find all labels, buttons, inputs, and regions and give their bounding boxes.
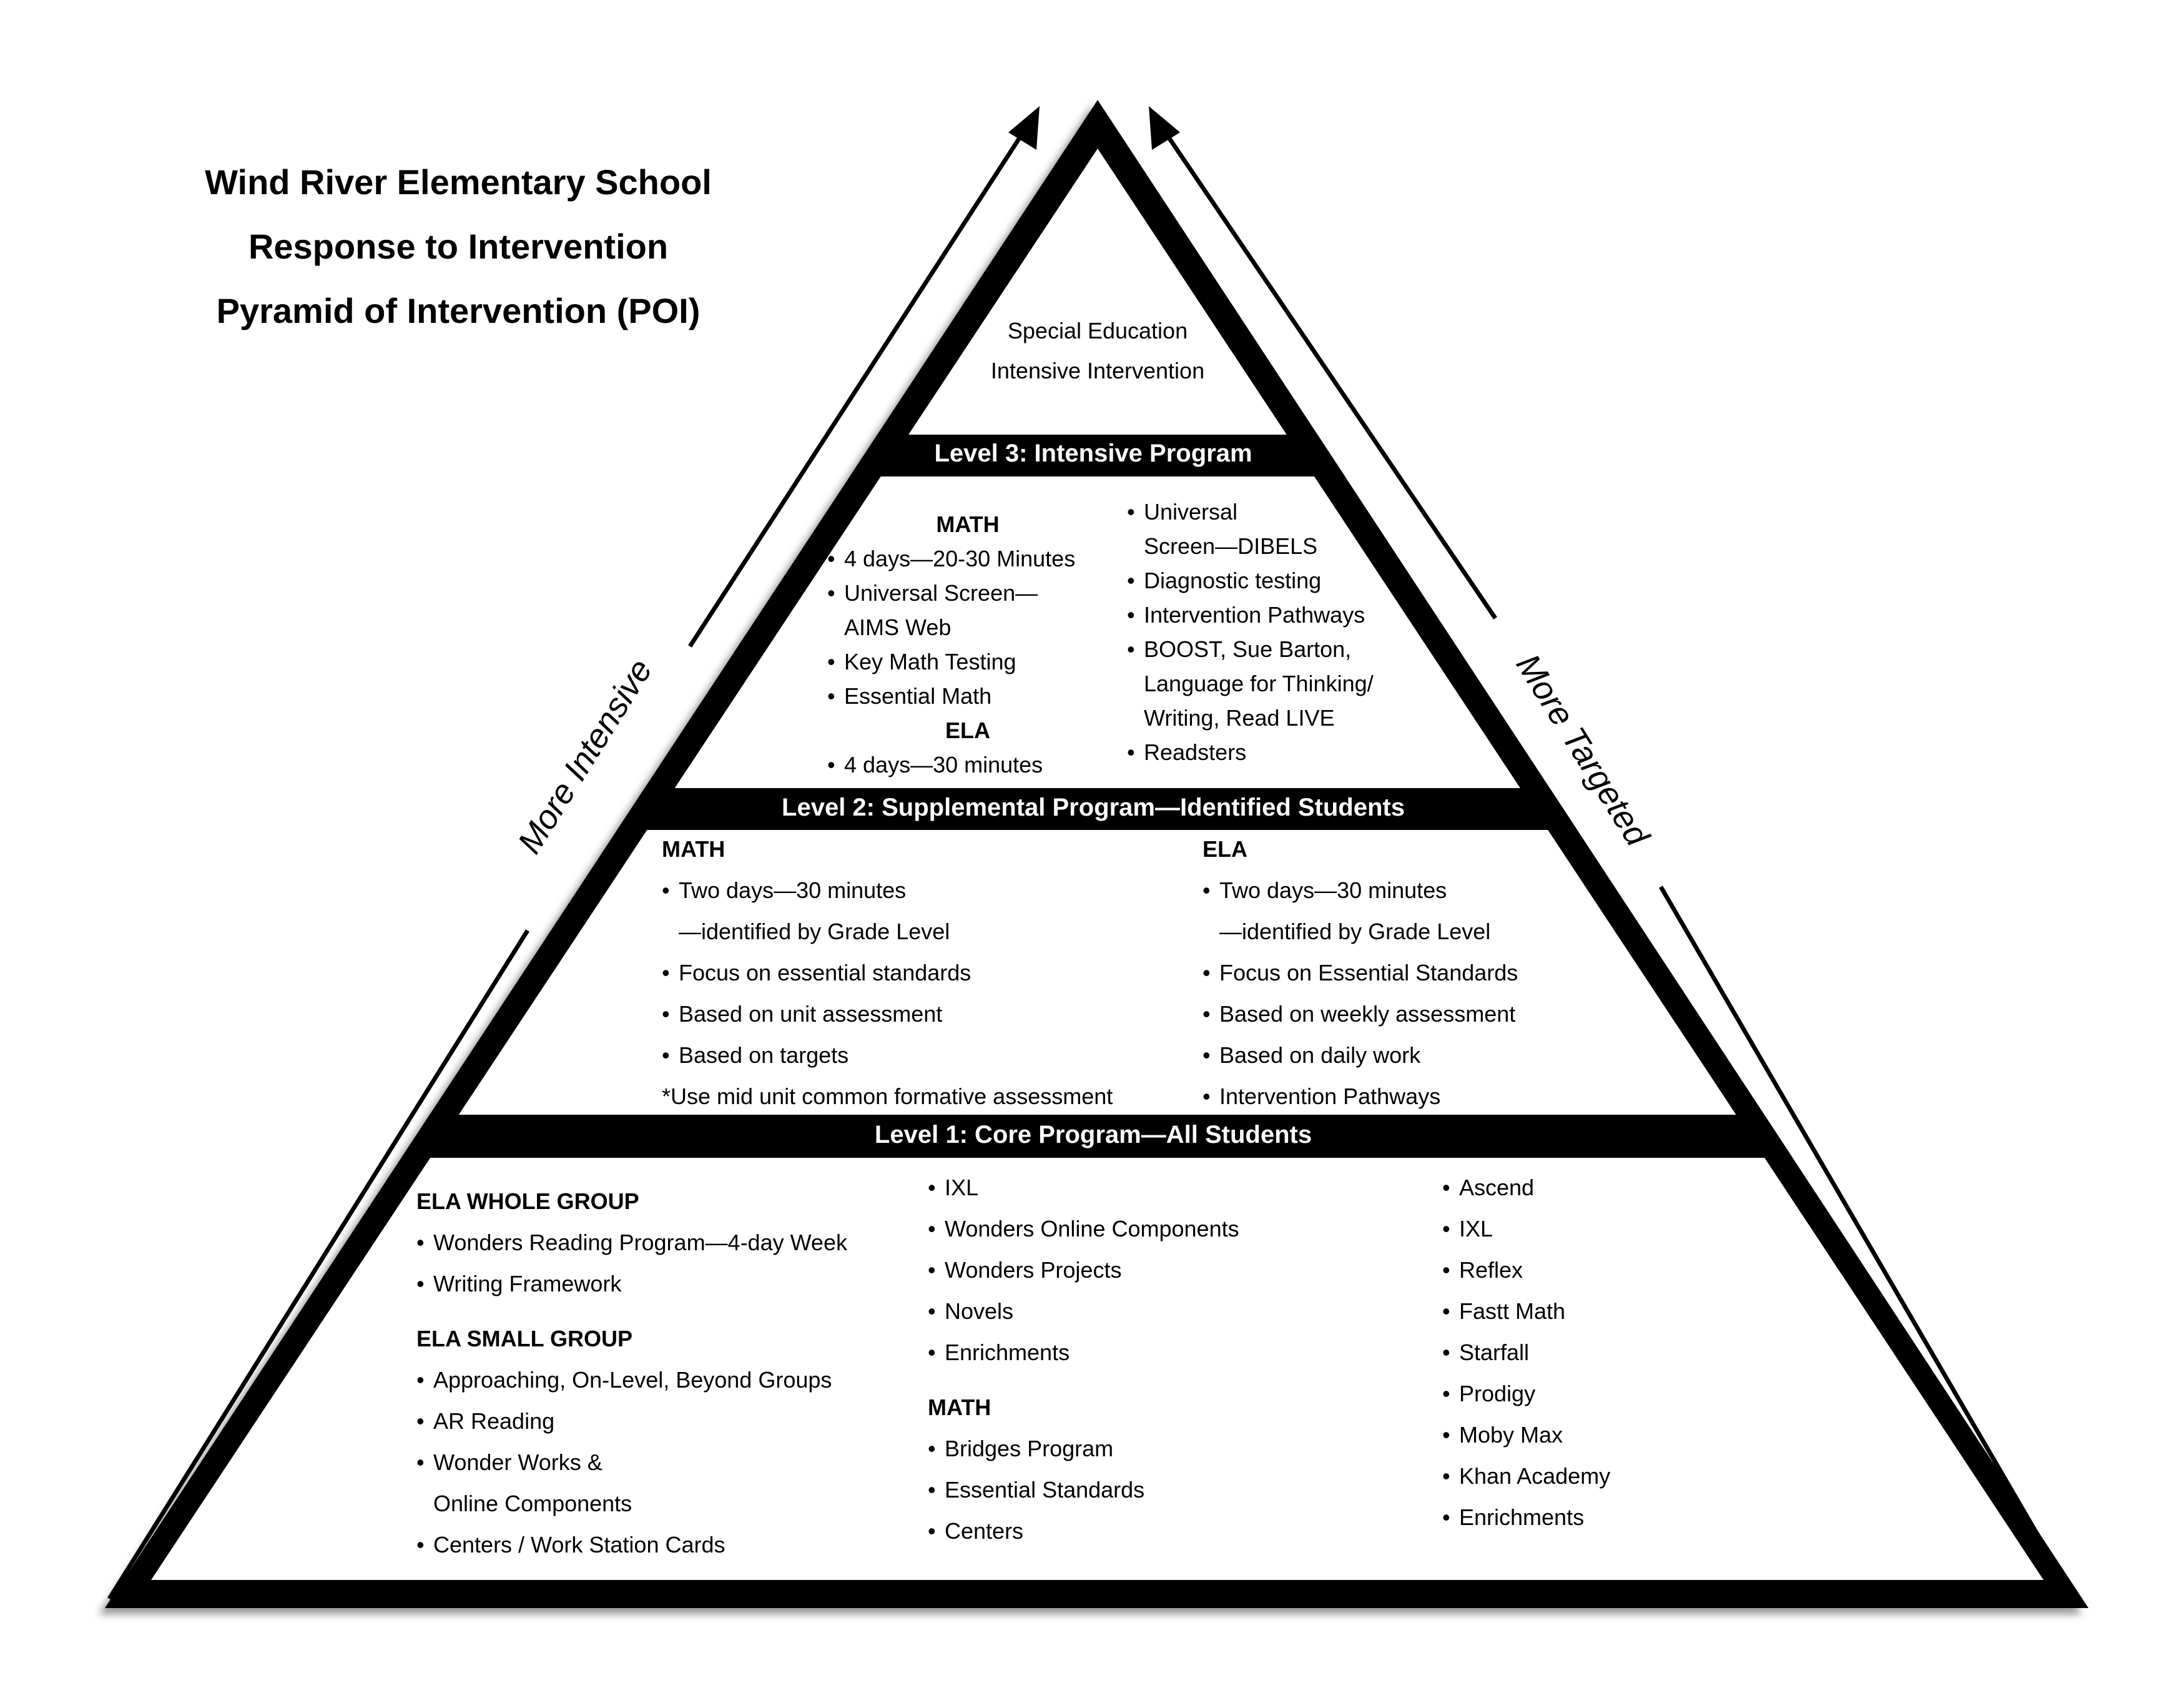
list-item: Wonder Works & [416, 1442, 847, 1483]
title-line-poi: Pyramid of Intervention (POI) [216, 291, 701, 330]
list-item: Focus on essential standards [662, 952, 1113, 994]
level2-label: Level 2: Supplemental Program—Identified… [782, 794, 1405, 821]
list-item: Based on daily work [1203, 1035, 1518, 1076]
list-item: 4 days—20-30 Minutes [827, 541, 1108, 576]
level2-ela-column: ELA Two days—30 minutes —identified by Gra… [1203, 829, 1518, 1117]
list-item: Wonders Reading Program—4-day Week [416, 1222, 847, 1263]
right-arrow-line-lower [1658, 886, 2077, 1600]
list-item: Bridges Program [928, 1428, 1239, 1469]
list-item: Based on targets [662, 1035, 1113, 1076]
list-item: BOOST, Sue Barton, [1127, 632, 1374, 666]
left-arrow-line-lower [107, 929, 529, 1600]
list-item: Khan Academy [1442, 1456, 1610, 1497]
list-item: Writing Framework [416, 1263, 847, 1305]
list-item: Based on unit assessment [662, 994, 1113, 1035]
list-item: Essential Standards [928, 1469, 1239, 1511]
level1-middle-column: IXLWonders Online ComponentsWonders Proj… [928, 1167, 1239, 1552]
list-item: AIMS Web [844, 614, 952, 640]
list-item: Intervention Pathways [1203, 1076, 1518, 1117]
document-title: Wind River Elementary School Response to… [146, 150, 770, 343]
list-item: Moby Max [1442, 1414, 1610, 1456]
list-item: Novels [928, 1291, 1239, 1332]
level1-band [105, 1115, 2088, 1158]
level3-label: Level 3: Intensive Program [934, 440, 1252, 467]
list-item: AR Reading [416, 1401, 847, 1442]
list-item: Centers / Work Station Cards [416, 1524, 847, 1566]
list-item: Two days—30 minutes [662, 870, 1113, 911]
section-heading: MATH [662, 836, 726, 862]
list-item: IXL [1442, 1208, 1610, 1250]
list-item: Wonders Projects [928, 1250, 1239, 1291]
list-item: Language for Thinking/ [1144, 671, 1374, 696]
list-item: *Use mid unit common formative assessmen… [662, 1083, 1113, 1109]
list-item: Fastt Math [1442, 1291, 1610, 1332]
left-arrow-line-upper [688, 130, 1026, 648]
list-item: Approaching, On-Level, Beyond Groups [416, 1360, 847, 1401]
list-item: Universal Screen— [827, 576, 1108, 610]
list-item: Wonders Online Components [928, 1208, 1239, 1250]
top-line-special-education: Special Education [1007, 318, 1188, 343]
level1-label: Level 1: Core Program—All Students [874, 1121, 1312, 1148]
right-arrowhead-icon [1149, 106, 1180, 150]
list-item: Universal [1127, 495, 1374, 529]
level2-math-column: MATH Two days—30 minutes —identified by Gr… [662, 829, 1113, 1117]
section-heading: ELA WHOLE GROUP [416, 1188, 639, 1214]
list-item: Ascend [1442, 1167, 1610, 1208]
right-arrow-line-upper [1163, 130, 1497, 619]
list-item: IXL [928, 1167, 1239, 1208]
list-item: —identified by Grade Level [679, 919, 950, 944]
list-item: 4 days—30 minutes [827, 748, 1108, 782]
list-item: Based on weekly assessment [1203, 994, 1518, 1035]
list-item: Diagnostic testing [1127, 563, 1374, 598]
list-item: Intervention Pathways [1127, 598, 1374, 632]
level1-programs-column: AscendIXLReflexFastt MathStarfallProdigy… [1442, 1167, 1610, 1538]
list-item: Essential Math [827, 679, 1108, 713]
list-item: Key Math Testing [827, 644, 1108, 679]
title-line-rti: Response to Intervention [248, 227, 669, 266]
list-item: Centers [928, 1511, 1239, 1552]
list-item: Enrichments [928, 1332, 1239, 1373]
list-item: Writing, Read LIVE [1144, 705, 1335, 731]
section-heading: MATH [928, 1394, 991, 1420]
list-item: Readsters [1127, 735, 1374, 769]
top-line-intensive-intervention: Intensive Intervention [990, 358, 1205, 383]
list-item: Prodigy [1442, 1373, 1610, 1414]
list-item: Online Components [433, 1491, 632, 1516]
section-heading: ELA [1203, 836, 1247, 862]
section-heading: ELA [945, 718, 990, 743]
list-item: Two days—30 minutes [1203, 870, 1518, 911]
list-item: —identified by Grade Level [1219, 919, 1491, 944]
title-line-school: Wind River Elementary School [205, 162, 712, 202]
section-heading: ELA SMALL GROUP [416, 1326, 633, 1351]
list-item: Screen—DIBELS [1144, 533, 1318, 559]
list-item: Reflex [1442, 1250, 1610, 1291]
section-heading: MATH [936, 511, 1000, 537]
list-item: Starfall [1442, 1332, 1610, 1373]
left-arrowhead-icon [1008, 106, 1040, 150]
level1-ela-column: ELA WHOLE GROUP Wonders Reading Program—4… [416, 1181, 847, 1566]
list-item: Enrichments [1442, 1497, 1610, 1538]
level3-left-column: MATH 4 days—20-30 MinutesUniversal Screen… [827, 507, 1108, 782]
top-tier: Special Education Intensive Intervention [991, 311, 1204, 391]
list-item: Focus on Essential Standards [1203, 952, 1518, 994]
